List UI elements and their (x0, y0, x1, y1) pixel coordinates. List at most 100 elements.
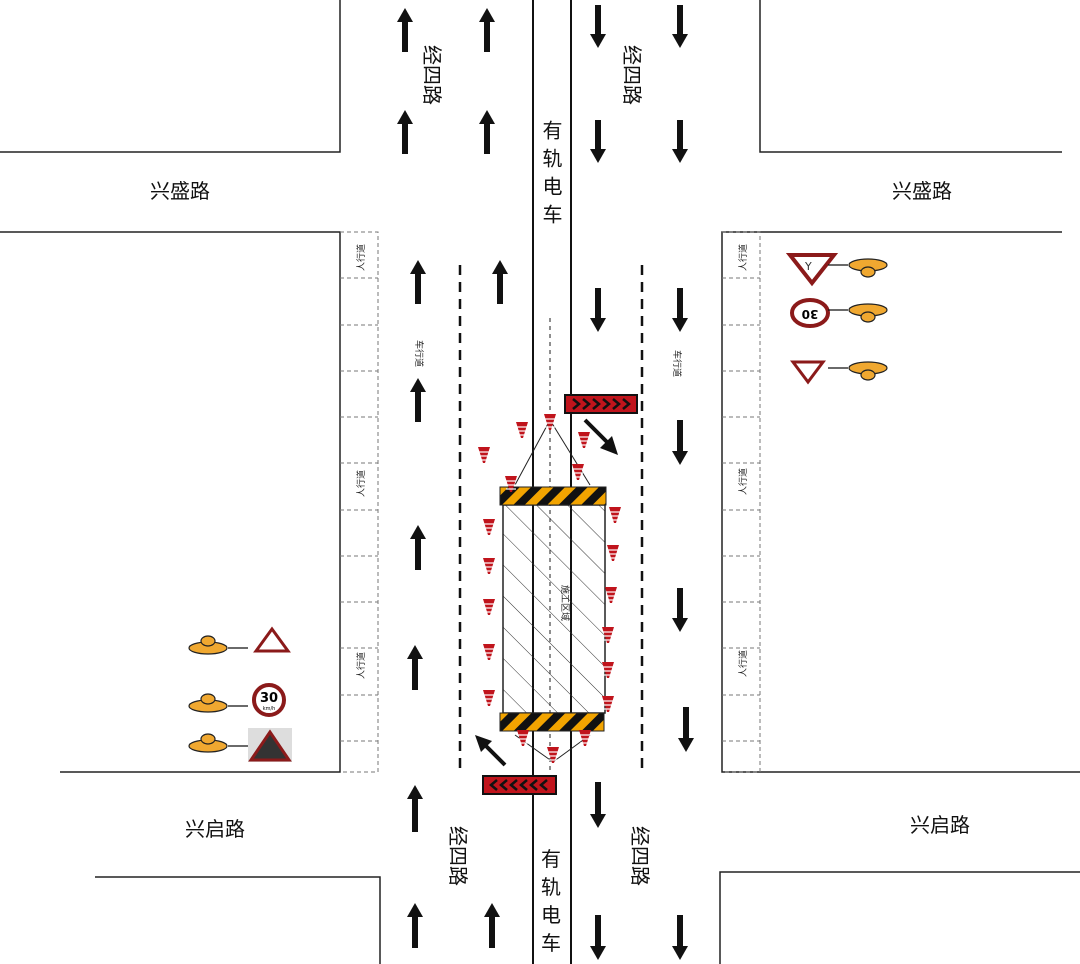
speed-limit-text: 30 (260, 691, 278, 706)
arrow-down-icon (678, 707, 694, 752)
arrow-up-icon (484, 903, 500, 948)
arrow-down-icon (672, 120, 688, 163)
road-name-jingsi-top-left: 经四路 (420, 45, 444, 105)
chevron-mark (592, 398, 601, 410)
tram-char: 车 (541, 931, 561, 955)
arrow-head (410, 260, 426, 274)
arrow-shaft (595, 915, 601, 946)
traffic-cone-icon (478, 447, 490, 463)
arrow-up-icon (407, 785, 423, 832)
arrow-head (590, 149, 606, 163)
arrow-shaft (412, 799, 418, 832)
sidewalk-left (340, 231, 379, 773)
chevron-board (564, 394, 638, 414)
sidewalk-label: 人行道 (355, 652, 367, 679)
warning-lamp-icon (828, 303, 888, 323)
traffic-cone-icon (544, 414, 556, 430)
traffic-cone-icon (605, 587, 617, 603)
arrow-up-icon (407, 645, 423, 690)
arrow-shaft (595, 5, 601, 34)
cone-body (605, 587, 617, 603)
arrow-head (492, 260, 508, 274)
road-name-xingsheng-left: 兴盛路 (150, 179, 210, 203)
arrow-shaft (677, 588, 683, 618)
warning-lamps (188, 258, 888, 753)
road-name-xingqi-right: 兴启路 (910, 813, 970, 837)
arrow-up-icon (407, 903, 423, 948)
lamp-cap (860, 266, 876, 278)
sidewalk-label: 人行道 (737, 244, 749, 271)
chevron-mark (509, 779, 518, 791)
arrow-head (407, 645, 423, 659)
chevron-board-top (564, 394, 638, 414)
arrow-head (672, 618, 688, 632)
arrow-shaft (595, 782, 601, 814)
lamp-cap (200, 693, 216, 705)
arrow-head (410, 525, 426, 539)
tram-char: 电 (541, 903, 561, 927)
sign-no-entry-warning: Y (785, 253, 839, 287)
arrow-shaft (683, 707, 689, 738)
barrier-top (499, 486, 607, 506)
arrow-shaft (595, 120, 601, 149)
tram-label-top: 有轨电车 (539, 120, 563, 232)
chevron-mark (612, 398, 621, 410)
traffic-cone-icon (483, 644, 495, 660)
arrow-head (590, 34, 606, 48)
arrow-head (590, 946, 606, 960)
cone-body (516, 422, 528, 438)
traffic-cone-icon (516, 422, 528, 438)
cone-body (578, 432, 590, 448)
road-name-jingsi-bottom-left: 经四路 (446, 826, 470, 886)
cone-body (602, 696, 614, 712)
traffic-cone-icon (517, 730, 529, 746)
speed-unit-text: km/h (263, 706, 276, 712)
svg-text:Y: Y (804, 260, 812, 273)
cone-body (602, 627, 614, 643)
cone-body (483, 644, 495, 660)
traffic-cone-icon (483, 690, 495, 706)
chevron-mark (572, 398, 581, 410)
arrow-shaft (595, 288, 601, 318)
arrow-up-icon (410, 260, 426, 304)
road-name-jingsi-bottom-right: 经四路 (628, 826, 652, 886)
work-zone-label: 施工区域 (559, 585, 571, 621)
arrow-head (397, 110, 413, 124)
arrow-down-icon (590, 288, 606, 332)
speed-limit-text: 30 (802, 307, 819, 321)
arrow-down-icon (672, 420, 688, 465)
arrow-up-icon (479, 110, 495, 154)
traffic-cone-icon (609, 507, 621, 523)
work-zone: 施工区域 (502, 504, 606, 714)
arrow-head (479, 8, 495, 22)
traffic-cone-icon (602, 662, 614, 678)
arrow-head (590, 814, 606, 828)
chevron-mark (622, 398, 631, 410)
sign-speed-limit-right: 30 (790, 298, 830, 328)
arrow-shaft (412, 917, 418, 948)
arrow-shaft (677, 420, 683, 451)
arrow-shaft (412, 659, 418, 690)
traffic-cone-icon (483, 519, 495, 535)
arrow-down-icon (590, 120, 606, 163)
warning-lamp-icon (188, 635, 248, 655)
road-name-jingsi-top-right: 经四路 (620, 45, 644, 105)
arrow-shaft (415, 539, 421, 570)
traffic-cone-icon (483, 558, 495, 574)
lamp-cap (860, 369, 876, 381)
arrow-shaft (489, 917, 495, 948)
carriageway-label: 车行道 (413, 340, 425, 367)
warning-lamp-icon (188, 693, 248, 713)
warning-lamp-icon (828, 361, 888, 381)
sign-speed-limit-left: 30 km/h (252, 683, 286, 717)
sign-narrow-road-right (790, 360, 826, 385)
traffic-cone-icon (572, 464, 584, 480)
sidewalk-label: 人行道 (355, 244, 367, 271)
sidewalk-label: 人行道 (737, 650, 749, 677)
warning-lamp-icon (828, 258, 888, 278)
traffic-cone-icon (505, 476, 517, 492)
chevron-mark (489, 779, 498, 791)
cone-body (483, 519, 495, 535)
